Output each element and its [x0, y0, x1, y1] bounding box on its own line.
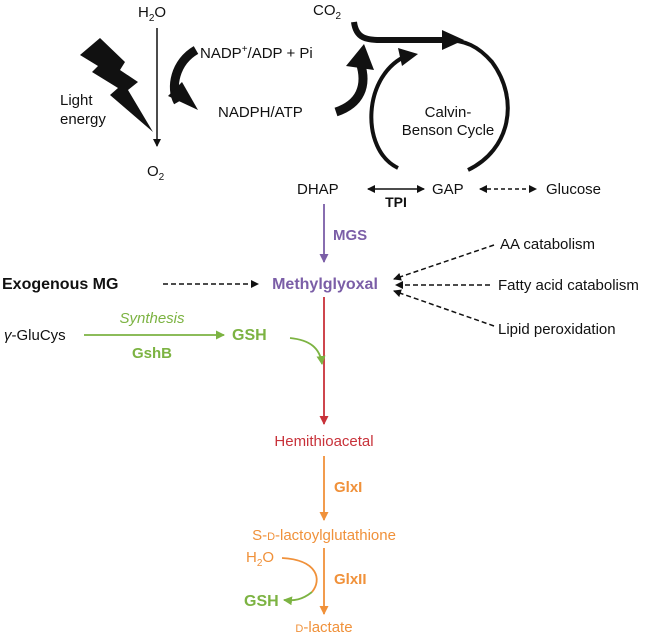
fatty-acid-label: Fatty acid catabolism	[498, 277, 639, 294]
aa-catabolism-label: AA catabolism	[500, 236, 595, 253]
gap-label: GAP	[432, 181, 464, 198]
d-lactate-label: D-lactate	[295, 619, 352, 635]
dhap-label: DHAP	[297, 181, 339, 198]
light-label-line2: energy	[60, 111, 106, 128]
mgs-label: MGS	[333, 227, 367, 244]
calvin-cycle-ring	[369, 38, 510, 172]
lightning-bolt-icon	[80, 38, 153, 132]
tpi-label: TPI	[385, 194, 407, 210]
exogenous-mg-label: Exogenous MG	[2, 276, 118, 293]
gshb-label: GshB	[132, 345, 172, 362]
co2-label: CO2	[313, 2, 342, 22]
calvin-label-line2: Benson Cycle	[402, 122, 495, 139]
glxi-label: GlxI	[334, 479, 362, 496]
calvin-label-line1: Calvin-	[425, 104, 472, 121]
nadph-label: NADPH/ATP	[218, 104, 303, 121]
nadp-label: NADP+/ADP + Pi	[200, 44, 313, 62]
lactoylglutathione-label: S-D-lactoylglutathione	[252, 527, 396, 544]
co2-entry-arrow	[351, 21, 464, 50]
gsh-label: GSH	[232, 327, 267, 344]
hemithioacetal-label: Hemithioacetal	[274, 433, 373, 450]
methylglyoxal-label: Methylglyoxal	[272, 276, 378, 293]
glucys-label: γ-GluCys	[4, 327, 66, 344]
nadph-to-calvin-arrow	[334, 44, 374, 117]
oxygen-label: O2	[147, 163, 165, 183]
water-label: H2O	[138, 4, 166, 24]
nadp-cycle-arrow	[168, 46, 199, 110]
glucose-label: Glucose	[546, 181, 601, 198]
aa-arrow	[393, 244, 495, 281]
gsh-released-label: GSH	[244, 593, 279, 610]
gsh-join-arrow	[289, 337, 326, 365]
water-in-label: H2O	[246, 549, 274, 569]
lipid-peroxidation-label: Lipid peroxidation	[498, 321, 616, 338]
water-gsh-curve-arrow	[281, 557, 318, 606]
glxii-label: GlxII	[334, 571, 367, 588]
lipid-arrow	[393, 289, 495, 327]
light-label-line1: Light	[60, 92, 93, 109]
synthesis-label: Synthesis	[119, 310, 185, 327]
